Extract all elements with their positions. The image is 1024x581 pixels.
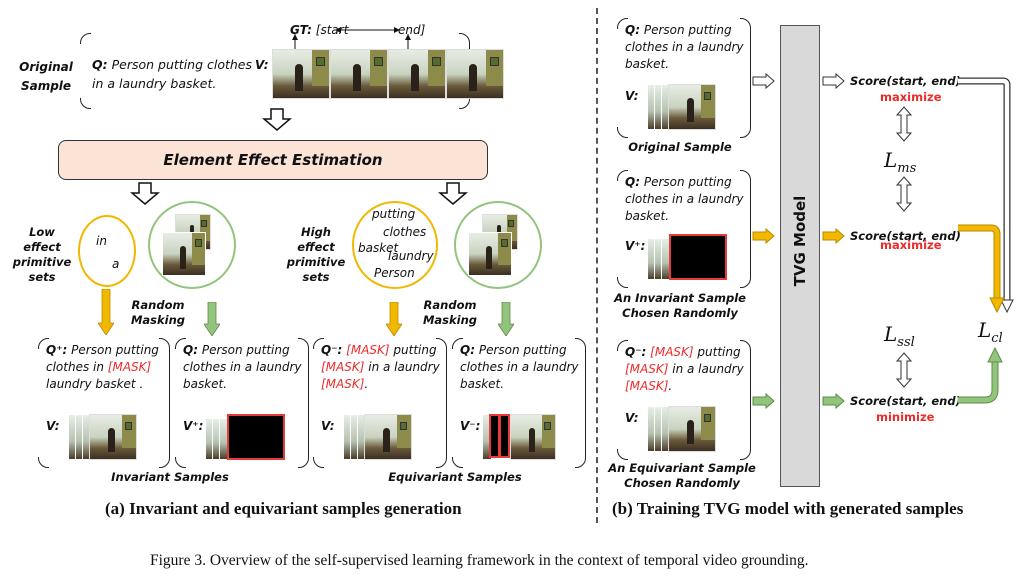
sample-bracket <box>312 337 447 469</box>
video-frame-3 <box>388 49 446 99</box>
yellow-arrow-down <box>98 289 114 335</box>
sample-bracket <box>174 337 309 469</box>
sample-bracket <box>616 169 751 289</box>
green-arrow-right <box>752 393 775 409</box>
score-invariant: Score(start, end) <box>850 229 961 243</box>
panel-divider <box>596 8 598 523</box>
bidirectional-arrow <box>896 176 912 212</box>
down-arrow-left <box>130 182 160 205</box>
video-frame-1 <box>272 49 330 99</box>
sample-query: Q: Person putting clothes in a laundry b… <box>625 23 744 71</box>
video-frame <box>668 84 716 130</box>
low-effect-word: in <box>96 234 107 248</box>
score-original: Score(start, end) <box>850 74 961 88</box>
gt-arrows <box>292 27 411 50</box>
sample-video-label: V: <box>321 419 335 433</box>
input-label-equivariant: An Equivariant Sample Chosen Randomly <box>608 461 756 490</box>
gt-end: end] <box>398 23 426 37</box>
panel-b-caption: (b) Training TVG model with generated sa… <box>612 499 964 518</box>
high-effect-word: clothes <box>383 225 427 239</box>
equivariant-samples-label: Equivariant Samples <box>388 470 522 484</box>
video-frame <box>668 406 716 452</box>
high-effect-word: basket <box>358 241 399 255</box>
random-masking-label: Random Masking <box>422 298 478 327</box>
bidirectional-arrow <box>896 352 912 388</box>
loss-ms: Lms <box>884 148 917 176</box>
video-frame-stack <box>468 232 512 276</box>
video-label: V: <box>255 58 269 72</box>
input-label-original: Original Sample <box>628 140 732 154</box>
high-effect-word: laundry <box>388 249 434 263</box>
sample-query: Q⁻: [MASK] putting [MASK] in a laundry [… <box>321 343 440 391</box>
sample-video-label: V⁺: <box>625 239 646 253</box>
video-frame-2 <box>330 49 388 99</box>
green-arrow-right <box>822 393 845 409</box>
high-effect-word: Person <box>374 266 415 280</box>
down-arrow-hollow <box>262 108 292 131</box>
sample-query: Q⁺: Person putting clothes in [MASK] lau… <box>46 343 159 391</box>
down-arrow-right <box>438 182 468 205</box>
loss-ssl: Lssl <box>884 322 915 350</box>
green-arrow-down <box>498 302 514 336</box>
masked-video-frame <box>227 414 285 460</box>
score-action-equivariant: minimize <box>876 410 935 424</box>
sample-query: Q: Person putting clothes in a laundry b… <box>460 343 579 391</box>
masked-video-frame <box>499 414 510 458</box>
sample-query: Q: Person putting clothes in a laundry b… <box>183 343 302 391</box>
score-equivariant: Score(start, end) <box>850 394 961 408</box>
sample-video-label: V⁺: <box>183 419 204 433</box>
original-query: Q: Person putting clothes in a laundry b… <box>92 57 253 91</box>
video-frame <box>510 414 556 460</box>
video-frame <box>89 414 137 460</box>
green-arrow-down <box>204 302 220 336</box>
hollow-arrow-right <box>752 73 775 89</box>
loss-cl: Lcl <box>978 318 1003 346</box>
high-effect-circle <box>352 201 438 289</box>
gt-annotation: GT: [start <box>290 23 349 37</box>
sample-video-label: V⁻: <box>460 419 481 433</box>
input-label-invariant: An Invariant Sample Chosen Randomly <box>614 291 746 320</box>
sample-query: Q⁻: [MASK] putting [MASK] in a laundry [… <box>625 345 744 393</box>
sample-bracket <box>616 339 751 461</box>
hollow-arrow-right <box>822 73 845 89</box>
score-action-invariant: maximize <box>880 238 942 252</box>
low-effect-label: Low effect primitive sets <box>12 225 72 284</box>
score-action-original: maximize <box>880 90 942 104</box>
yellow-arrow-down <box>386 302 402 336</box>
yellow-arrow-right <box>822 228 845 244</box>
sample-bracket <box>37 337 170 469</box>
element-effect-estimation-box: Element Effect Estimation <box>58 140 488 180</box>
invariant-samples-label: Invariant Samples <box>111 470 229 484</box>
high-effect-word: putting <box>372 207 416 221</box>
video-frame <box>364 414 412 460</box>
video-frame-stack <box>162 232 206 276</box>
tvg-model-block: TVG Model <box>780 25 820 487</box>
low-effect-circle <box>78 215 136 287</box>
masked-video-frame <box>669 234 727 280</box>
sample-bracket <box>451 337 586 469</box>
video-frame-4 <box>446 49 504 99</box>
sample-video-label: V: <box>46 419 60 433</box>
yellow-arrow-right <box>752 228 775 244</box>
panel-a-caption: (a) Invariant and equivariant samples ge… <box>105 499 462 518</box>
video-circle-left <box>148 201 236 289</box>
low-effect-word: a <box>112 257 120 271</box>
loss-pipes <box>958 77 1014 404</box>
bidirectional-arrow <box>896 106 912 142</box>
high-effect-label: High effect primitive sets <box>286 225 346 284</box>
random-masking-label: Random Masking <box>130 298 186 327</box>
sample-query: Q: Person putting clothes in a laundry b… <box>625 175 744 223</box>
sample-video-label: V: <box>625 411 639 425</box>
sample-bracket <box>616 17 751 139</box>
video-circle-right <box>454 201 542 289</box>
sample-video-label: V: <box>625 89 639 103</box>
original-sample-label: Original Sample <box>19 60 73 93</box>
figure-caption: Figure 3. Overview of the self-supervise… <box>150 552 809 569</box>
